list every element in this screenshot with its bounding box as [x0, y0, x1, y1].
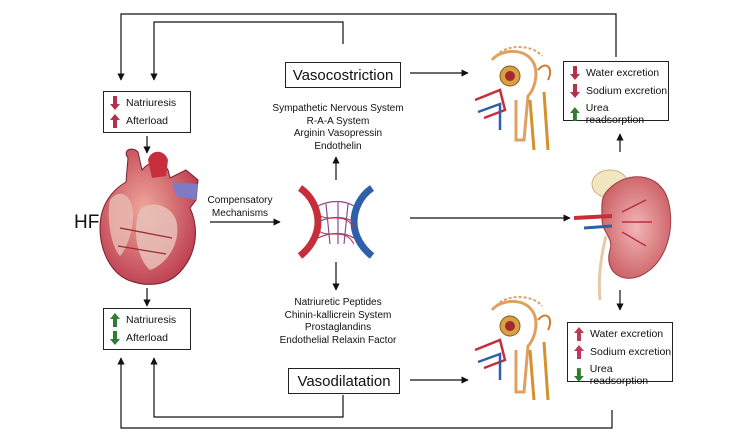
vasodilatation-label-box: Vasodilatation [288, 368, 400, 394]
afterload-label: Afterload [126, 115, 169, 127]
vasodilatation-mediators: Natriuretic Peptides Chinin-kallicrein S… [266, 297, 410, 347]
capillary-network-icon [297, 185, 375, 259]
kidney-effects-box-top: Water excretion Sodium excretion Urea re… [563, 61, 669, 126]
compensatory-text: Mechanisms [211, 207, 269, 219]
heart-effects-box-top: Natriuresis Afterload [103, 91, 191, 133]
arrow-up-icon [574, 345, 584, 359]
natriuresis-row: Natriuresis [110, 313, 176, 327]
urea-readsorption-label: Urea readsorption [585, 102, 645, 126]
sodium-excretion-row: Sodium excretion [570, 84, 667, 98]
bottom-feedback-loop [117, 357, 613, 429]
urea-readsorption-row: Urea readsorption [570, 102, 668, 126]
compensatory-mechanisms-label: Compensatory Mechanisms [200, 195, 280, 220]
arrow-down-icon [110, 331, 120, 345]
sodium-excretion-label: Sodium excretion [590, 346, 672, 358]
water-excretion-label: Water excretion [590, 328, 664, 340]
urea-readsorption-row: Urea readsorption [574, 363, 672, 387]
sodium-excretion-row: Sodium excretion [574, 345, 671, 359]
afterload-label: Afterload [126, 332, 169, 344]
natriuresis-label: Natriuresis [126, 314, 177, 326]
water-excretion-row: Water excretion [570, 66, 659, 80]
natriuresis-row: Natriuresis [110, 96, 176, 110]
mediator-text: Endothelial Relaxin Factor [279, 334, 397, 346]
arrow-up-icon [570, 107, 580, 121]
kidney-effects-box-bottom: Water excretion Sodium excretion Urea re… [567, 322, 673, 387]
mediator-text: R-A-A System [306, 115, 370, 127]
arrow-down-icon [570, 66, 580, 80]
nephron-icon [474, 46, 552, 151]
arrow-down-icon [574, 368, 584, 382]
arrow-up-icon [110, 313, 120, 327]
urea-readsorption-label: Urea readsorption [589, 363, 649, 387]
top-feedback-loop [117, 13, 617, 81]
compensatory-text: Compensatory [207, 195, 273, 206]
heart-effects-box-bottom: Natriuresis Afterload [103, 308, 191, 350]
vasoconstriction-title: Vasocostriction [292, 66, 394, 84]
water-excretion-label: Water excretion [586, 67, 660, 79]
afterload-row: Afterload [110, 114, 168, 128]
vasoconstriction-mediators: Sympathetic Nervous System R-A-A System … [266, 103, 410, 153]
kidney-icon [573, 169, 672, 301]
vasoconstriction-label-box: Vasocostriction [285, 62, 401, 88]
vasodilatation-title: Vasodilatation [297, 372, 391, 390]
mediator-text: Chinin-kallicrein System [284, 309, 392, 321]
mediator-text: Arginin Vasopressin [293, 128, 383, 139]
nephron-icon [474, 296, 552, 401]
afterload-row: Afterload [110, 331, 168, 345]
heart-illustration [99, 148, 199, 285]
arrow-up-icon [574, 327, 584, 341]
mediator-text: Natriuretic Peptides [294, 297, 382, 308]
flow-arrows [143, 69, 624, 384]
natriuresis-label: Natriuresis [126, 97, 177, 109]
arrow-down-icon [110, 96, 120, 110]
sodium-excretion-label: Sodium excretion [586, 85, 668, 97]
mediator-text: Endothelin [314, 140, 362, 152]
arrow-up-icon [110, 114, 120, 128]
mediator-text: Prostaglandins [304, 322, 372, 333]
mediator-text: Sympathetic Nervous System [272, 103, 404, 114]
arrow-down-icon [570, 84, 580, 98]
hf-label: HF [74, 212, 100, 233]
water-excretion-row: Water excretion [574, 327, 663, 341]
